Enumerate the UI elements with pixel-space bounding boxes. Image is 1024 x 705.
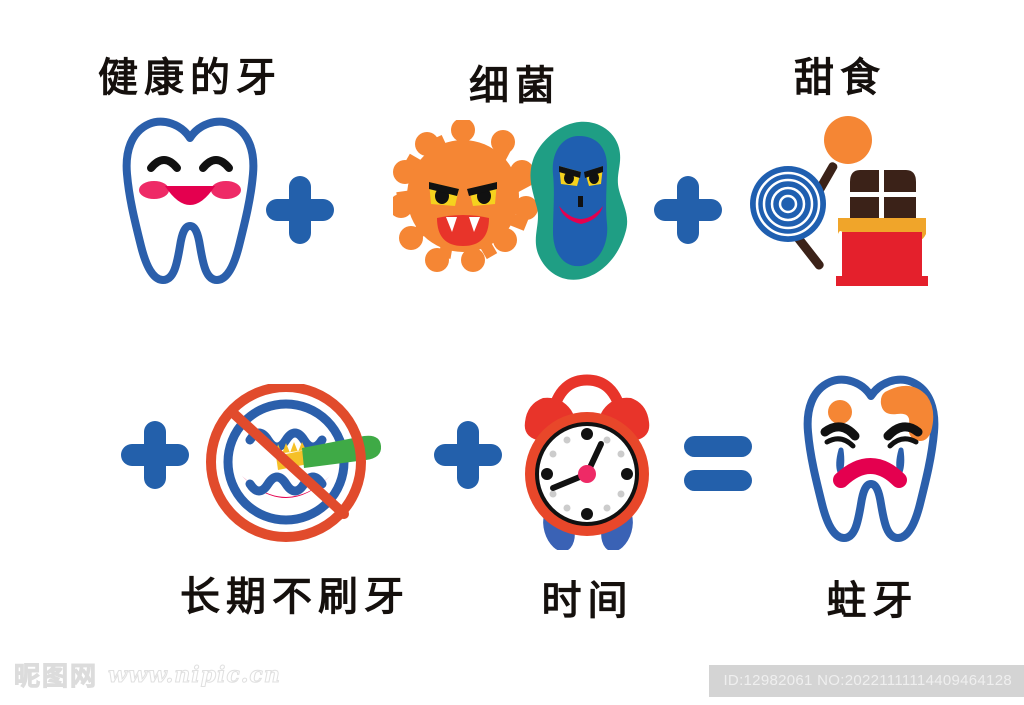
term-no-brushing: 长期不刷牙: [180, 370, 404, 630]
term-time: 时间: [500, 360, 675, 630]
label-time: 时间: [541, 577, 634, 624]
operator-plus-2: [648, 170, 728, 255]
sweets-icon: [750, 112, 930, 297]
operator-plus-3: [115, 415, 195, 500]
plus-sign-icon: [434, 421, 502, 489]
no-brushing-icon: [198, 381, 393, 549]
operator-plus-1: [260, 170, 340, 255]
bacteria-green: [529, 121, 627, 280]
label-sweets: 甜食: [794, 55, 886, 101]
term-healthy-tooth: 健康的牙: [95, 45, 285, 310]
label-bacteria: 细菌: [469, 62, 561, 109]
label-no-brushing: 长期不刷牙: [180, 573, 410, 620]
blue-swirl-lollipop: [750, 166, 826, 270]
plus-sign-icon: [121, 421, 189, 489]
plus-sign-icon: [266, 176, 334, 244]
decayed-tooth-icon: [793, 370, 953, 555]
label-cavity: 蛀牙: [826, 577, 919, 624]
label-healthy-tooth: 健康的牙: [98, 55, 282, 101]
term-sweets: 甜食: [740, 45, 940, 310]
operator-equals-1: [678, 428, 758, 503]
bacteria-icon: [388, 117, 638, 290]
term-bacteria: 细菌: [388, 45, 640, 310]
nipic-url: www.nipic.cn: [108, 661, 281, 688]
nipic-logo: 昵图网: [13, 662, 99, 693]
prohibition-icon: [205, 381, 366, 542]
operator-plus-4: [428, 415, 508, 500]
plus-sign-icon: [654, 176, 722, 244]
equals-sign-icon: [684, 436, 752, 491]
healthy-tooth-icon: [115, 112, 265, 297]
watermark-left: 昵图网 www.nipic.cn: [13, 656, 281, 693]
virus-orange: [388, 117, 538, 272]
image-id-badge: ID:12982061 NO:20221111114409464128: [709, 665, 1024, 697]
term-cavity: 蛀牙: [785, 360, 960, 630]
chocolate-candy: [836, 168, 928, 286]
alarm-clock-icon: [505, 370, 670, 555]
